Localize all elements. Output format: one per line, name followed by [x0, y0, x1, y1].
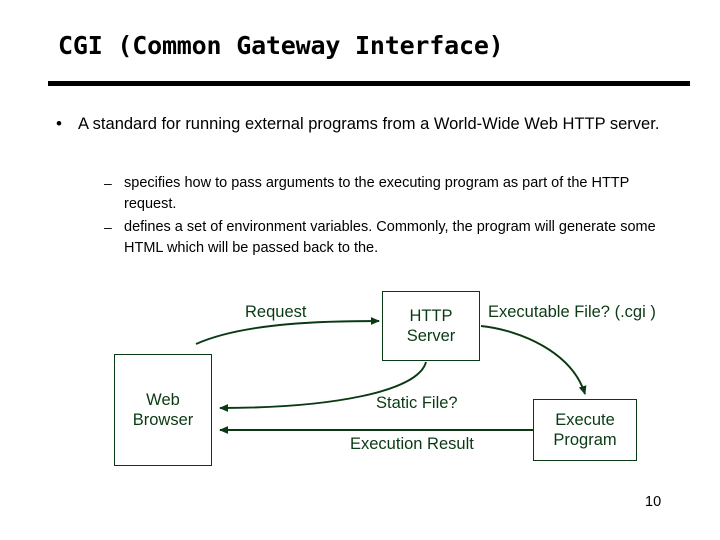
label-line-2: Program [553, 431, 617, 449]
bullet-item-1: – specifies how to pass arguments to the… [104, 173, 664, 215]
edge-label-request: Request [245, 303, 307, 321]
diagram-box-label: Web Browser [133, 390, 194, 430]
diagram-box-web-browser[interactable]: Web Browser [114, 354, 212, 466]
edge-label-execution-result: Execution Result [350, 435, 474, 453]
title-divider [48, 81, 690, 86]
bullet-item-0: • A standard for running external progra… [56, 113, 666, 135]
bullet-item-2: – defines a set of environment variables… [104, 217, 664, 259]
label-line-1: HTTP [409, 307, 453, 325]
diagram-box-http-server[interactable]: HTTP Server [382, 291, 480, 361]
diagram-box-label: Execute Program [553, 410, 616, 450]
bullet-marker: – [104, 175, 112, 191]
bullet-marker: – [104, 219, 112, 235]
arrow-executable-file [480, 325, 587, 395]
label-line-2: Server [406, 327, 456, 345]
diagram-box-execute-program[interactable]: Execute Program [533, 399, 637, 461]
edge-label-executable-file: Executable File? (.cgi ) [488, 303, 656, 321]
bullet-text: defines a set of environment variables. … [124, 219, 656, 256]
bullet-text: A standard for running external programs… [78, 115, 660, 133]
bullet-text: specifies how to pass arguments to the e… [124, 175, 630, 212]
arrow-static-file [219, 361, 427, 412]
bullet-marker: • [56, 114, 62, 133]
page-title: CGI (Common Gateway Interface) [58, 31, 504, 60]
diagram-box-label: HTTP Server [407, 306, 456, 346]
label-line-1: Execute [555, 411, 615, 429]
edge-label-static-file: Static File? [376, 394, 458, 412]
label-line-1: Web [146, 391, 180, 409]
arrow-request [195, 317, 380, 345]
page-number: 10 [645, 494, 662, 510]
label-line-2: Browser [132, 411, 194, 429]
